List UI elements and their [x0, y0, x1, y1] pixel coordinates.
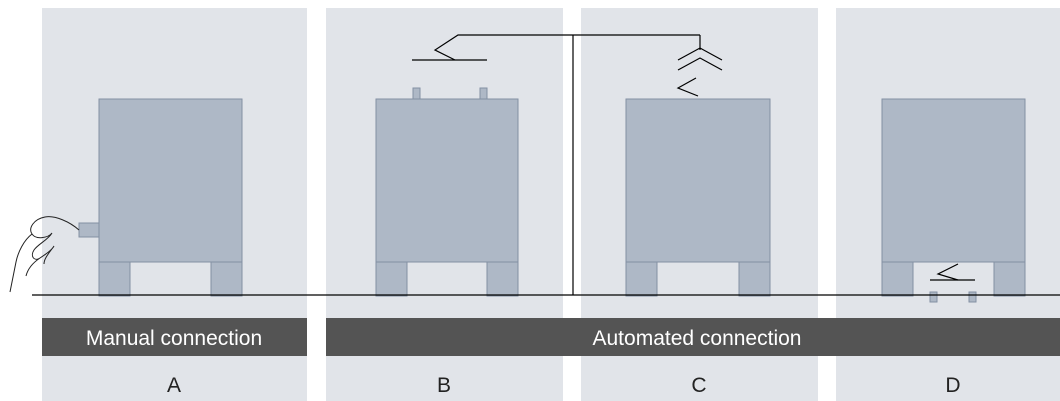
plug-d [936, 263, 959, 281]
column-label-a: A [167, 374, 181, 397]
unit-b-top-port-left [412, 87, 421, 100]
unit-b-leg-right [486, 261, 519, 297]
plug-b [433, 34, 573, 61]
unit-c-leg-right [738, 261, 771, 297]
hand-icon [9, 216, 80, 293]
unit-c [625, 98, 771, 297]
unit-d-bottom-port-right [968, 291, 977, 303]
unit-d [881, 98, 1026, 303]
unit-a-leg-right [210, 261, 243, 297]
unit-b-body [375, 98, 519, 263]
column-label-d: D [945, 374, 960, 397]
unit-d-leg-right [993, 261, 1026, 297]
unit-c-leg-left [625, 261, 658, 297]
band-manual-label: Manual connection [86, 327, 262, 350]
unit-b-top-port-right [479, 87, 488, 100]
unit-c-body [625, 98, 771, 263]
band-manual [42, 318, 307, 356]
unit-b [375, 87, 519, 297]
unit-d-leg-left [881, 261, 914, 297]
column-label-b: B [437, 374, 451, 397]
band-automated [326, 318, 1060, 356]
unit-a-side-connector [78, 222, 100, 238]
connection-rail [412, 34, 975, 295]
unit-d-body [881, 98, 1026, 263]
unit-a-leg-left [98, 261, 131, 297]
band-automated-label: Automated connection [593, 327, 802, 350]
unit-b-leg-left [375, 261, 408, 297]
column-label-c: C [691, 374, 706, 397]
unit-a-body [98, 98, 243, 263]
unit-d-bottom-port-left [929, 291, 938, 303]
unit-a [78, 98, 243, 297]
